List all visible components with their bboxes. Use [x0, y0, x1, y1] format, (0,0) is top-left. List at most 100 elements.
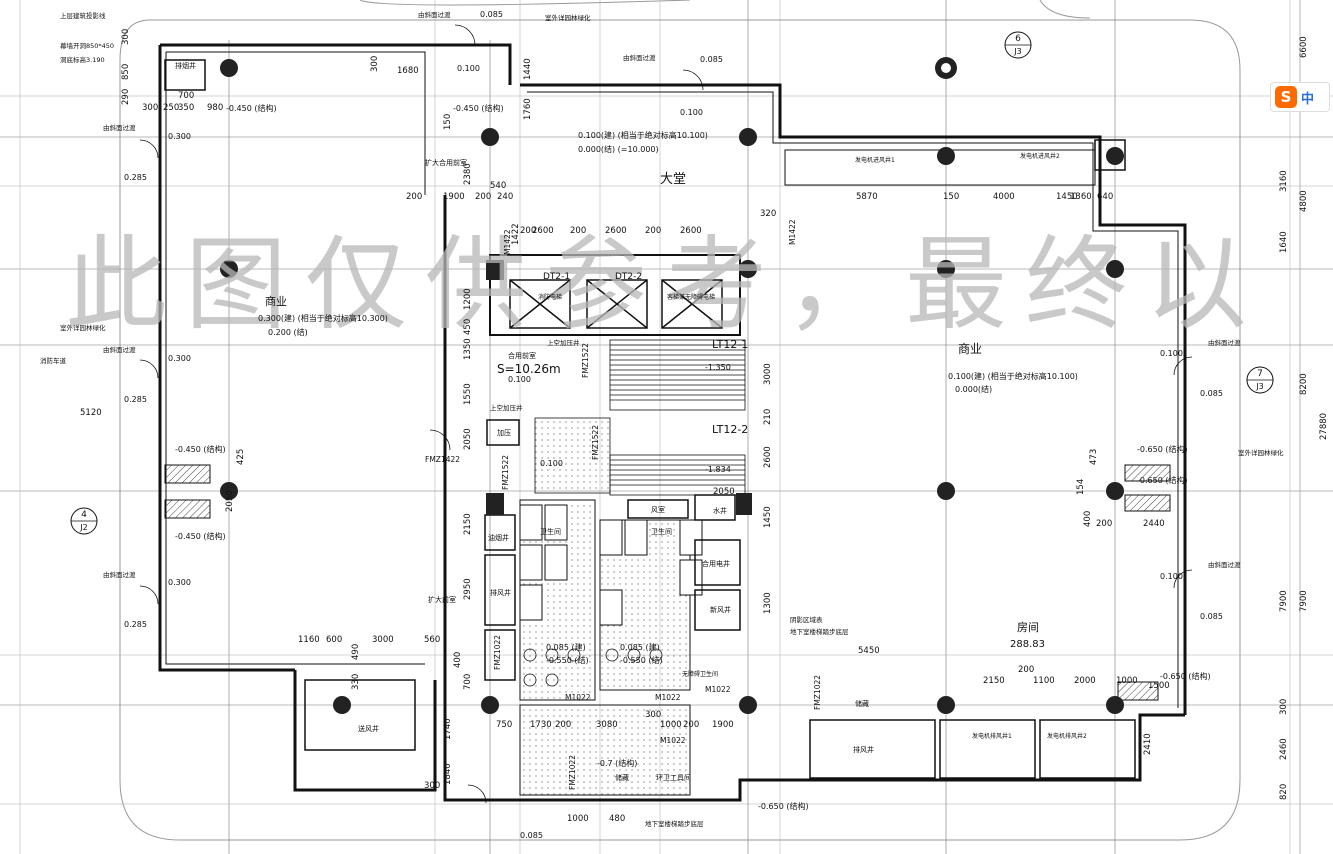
- svg-text:1350: 1350: [463, 338, 473, 360]
- svg-text:室外详园林绿化: 室外详园林绿化: [1238, 448, 1284, 457]
- svg-text:由斜面过渡: 由斜面过渡: [103, 570, 136, 579]
- svg-text:2600: 2600: [532, 226, 554, 236]
- room-lobby: 大堂: [660, 172, 686, 187]
- svg-text:4800: 4800: [1299, 190, 1309, 212]
- svg-text:300: 300: [645, 710, 661, 720]
- svg-text:200: 200: [406, 192, 422, 202]
- svg-text:473: 473: [1089, 449, 1099, 465]
- svg-text:2950: 2950: [463, 578, 473, 600]
- svg-text:6600: 6600: [1299, 36, 1309, 58]
- svg-text:1000: 1000: [1116, 676, 1138, 686]
- svg-text:5450: 5450: [858, 646, 880, 656]
- svg-text:FMZ1022: FMZ1022: [813, 675, 822, 710]
- svg-text:200: 200: [520, 226, 536, 236]
- svg-text:200: 200: [645, 226, 661, 236]
- svg-text:2600: 2600: [605, 226, 627, 236]
- svg-text:1450: 1450: [763, 506, 773, 528]
- svg-text:M1022: M1022: [705, 685, 731, 694]
- svg-text:2050: 2050: [463, 428, 473, 450]
- svg-text:合用前室: 合用前室: [508, 351, 536, 360]
- svg-text:1840: 1840: [443, 763, 453, 785]
- svg-text:150: 150: [443, 114, 453, 130]
- svg-text:250: 250: [163, 103, 179, 113]
- svg-text:M1022: M1022: [660, 736, 686, 745]
- svg-text:-0.550 (结): -0.550 (结): [546, 655, 589, 665]
- svg-text:排风井: 排风井: [853, 745, 874, 754]
- site-boundary: [119, 19, 1241, 841]
- svg-text:风室: 风室: [651, 505, 665, 514]
- svg-text:350: 350: [178, 103, 194, 113]
- svg-text:240: 240: [497, 192, 513, 202]
- svg-text:300: 300: [424, 781, 440, 791]
- svg-text:0.285: 0.285: [124, 173, 147, 182]
- svg-text:450: 450: [463, 319, 473, 335]
- svg-text:无障碍卫生间: 无障碍卫生间: [682, 670, 718, 678]
- svg-text:1730: 1730: [530, 720, 552, 730]
- svg-text:-0.450 (结构): -0.450 (结构): [175, 531, 226, 541]
- ime-toolbar[interactable]: S 中: [1270, 82, 1330, 112]
- svg-text:0.085: 0.085: [1200, 612, 1223, 621]
- svg-text:0.100: 0.100: [540, 459, 563, 468]
- svg-text:1160: 1160: [298, 635, 320, 645]
- svg-text:2410: 2410: [1143, 733, 1153, 755]
- svg-text:M1422: M1422: [503, 229, 512, 255]
- svg-text:0.100: 0.100: [680, 108, 703, 117]
- svg-text:540: 540: [490, 181, 506, 191]
- svg-text:油烟井: 油烟井: [488, 533, 509, 542]
- svg-text:DT2-2: DT2-2: [615, 272, 642, 282]
- svg-text:320: 320: [760, 209, 776, 219]
- room-area: 288.83: [1010, 639, 1045, 650]
- svg-text:1760: 1760: [523, 98, 533, 120]
- svg-text:400: 400: [453, 652, 463, 668]
- svg-text:7: 7: [1257, 369, 1263, 379]
- svg-text:由斜面过渡: 由斜面过渡: [103, 123, 136, 132]
- svg-text:0.000(结): 0.000(结): [955, 384, 992, 394]
- ime-mode-toggle[interactable]: 中: [1301, 91, 1315, 107]
- svg-text:卫生间: 卫生间: [540, 527, 561, 536]
- svg-text:室外详园林绿化: 室外详园林绿化: [545, 13, 591, 22]
- svg-text:DT2-1: DT2-1: [543, 272, 570, 282]
- svg-text:2460: 2460: [1279, 738, 1289, 760]
- svg-text:2150: 2150: [983, 676, 1005, 686]
- svg-text:-0.650 (结构): -0.650 (结构): [1160, 671, 1211, 681]
- svg-text:排烟井: 排烟井: [175, 61, 196, 70]
- svg-text:J3: J3: [1013, 47, 1021, 56]
- svg-text:3000: 3000: [372, 635, 394, 645]
- svg-text:4000: 4000: [993, 192, 1015, 202]
- svg-text:0.100: 0.100: [457, 64, 480, 73]
- svg-text:290: 290: [121, 89, 131, 105]
- svg-text:由斜面过渡: 由斜面过渡: [418, 10, 451, 19]
- svg-text:154: 154: [1076, 479, 1086, 495]
- svg-text:0.000(结) (=10.000): 0.000(结) (=10.000): [578, 144, 659, 154]
- svg-text:27880: 27880: [1319, 413, 1329, 440]
- left-wing-walls: [158, 43, 512, 792]
- svg-text:上层建筑投影线: 上层建筑投影线: [60, 11, 106, 20]
- svg-text:5870: 5870: [856, 192, 878, 202]
- svg-text:M1022: M1022: [655, 693, 681, 702]
- svg-text:425: 425: [236, 449, 246, 465]
- svg-text:-0.650 (结构): -0.650 (结构): [1137, 444, 1188, 454]
- ime-logo-icon[interactable]: S: [1275, 86, 1297, 108]
- svg-text:560: 560: [424, 635, 440, 645]
- svg-text:200: 200: [1018, 665, 1034, 675]
- svg-text:330: 330: [351, 674, 361, 690]
- svg-text:上空加压井: 上空加压井: [490, 403, 523, 412]
- room-room: 房间: [1017, 621, 1039, 634]
- svg-text:LT12-2: LT12-2: [712, 423, 748, 436]
- svg-text:地下室楼梯踏步底层: 地下室楼梯踏步底层: [645, 819, 704, 828]
- svg-text:合用电井: 合用电井: [702, 559, 730, 568]
- axis-bubble-6: 6 J3: [1004, 31, 1032, 59]
- svg-text:200: 200: [570, 226, 586, 236]
- structural-columns: [220, 57, 1124, 714]
- svg-text:0.285: 0.285: [124, 395, 147, 404]
- svg-text:-0.450 (结构): -0.450 (结构): [226, 103, 277, 113]
- svg-text:FMZ1522: FMZ1522: [581, 343, 590, 378]
- svg-text:-0.550 (结): -0.550 (结): [620, 655, 663, 665]
- svg-text:0.300: 0.300: [168, 132, 191, 141]
- svg-text:0.085: 0.085: [480, 10, 503, 19]
- svg-text:490: 490: [351, 644, 361, 660]
- svg-text:1900: 1900: [712, 720, 734, 730]
- svg-text:发电机排风井1: 发电机排风井1: [972, 732, 1012, 740]
- svg-text:-0.650 (结构): -0.650 (结构): [758, 801, 809, 811]
- svg-text:8200: 8200: [1299, 373, 1309, 395]
